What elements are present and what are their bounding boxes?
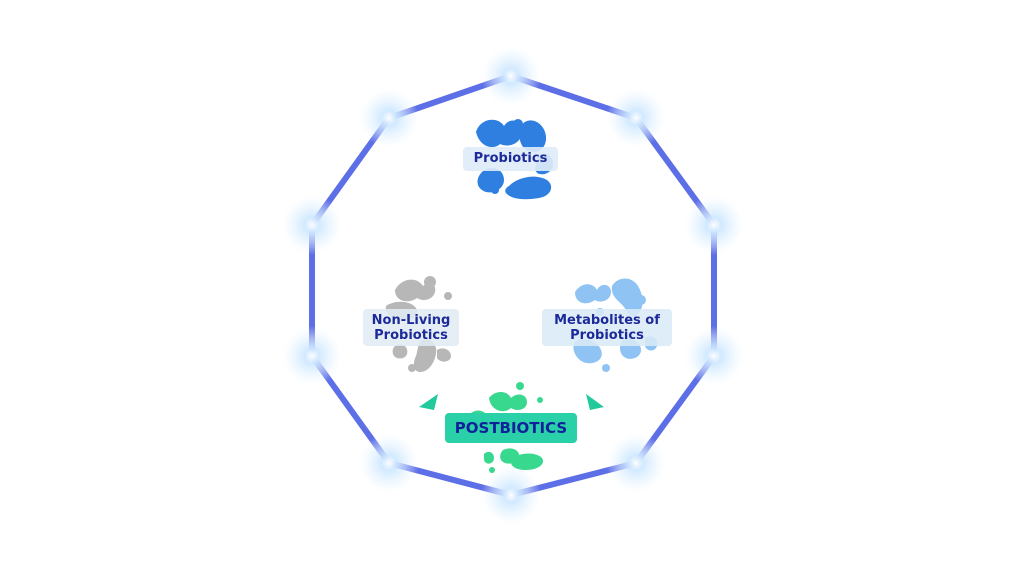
arrow-left-icon [419, 394, 438, 410]
vertex-glow [606, 88, 666, 148]
vertex-glow [481, 46, 541, 106]
postbiotics-label-text: POSTBIOTICS [454, 419, 568, 437]
vertex-glow [684, 326, 744, 386]
vertex-glow [481, 465, 541, 525]
nonliving-bacteria-icon [385, 276, 452, 372]
nonliving-label-line2: Probiotics [374, 328, 448, 343]
vertex-glow [359, 433, 419, 493]
probiotics-label: Probiotics [463, 147, 558, 171]
arrow-right-icon [586, 394, 604, 410]
postbiotics-label: POSTBIOTICS [445, 413, 577, 443]
vertex-glow [282, 195, 342, 255]
vertex-glow [684, 195, 744, 255]
vertex-glows [282, 46, 744, 525]
metabolites-label-line1: Metabolites of [554, 313, 660, 328]
vertex-glow [282, 326, 342, 386]
probiotics-label-text: Probiotics [473, 151, 548, 166]
vertex-glow [359, 88, 419, 148]
nonliving-label-line1: Non-Living [371, 313, 451, 328]
nonliving-probiotics-label: Non-Living Probiotics [363, 309, 459, 346]
vertex-glow [606, 433, 666, 493]
metabolites-label-line2: Probiotics [570, 328, 644, 343]
metabolites-label: Metabolites of Probiotics [542, 309, 672, 346]
